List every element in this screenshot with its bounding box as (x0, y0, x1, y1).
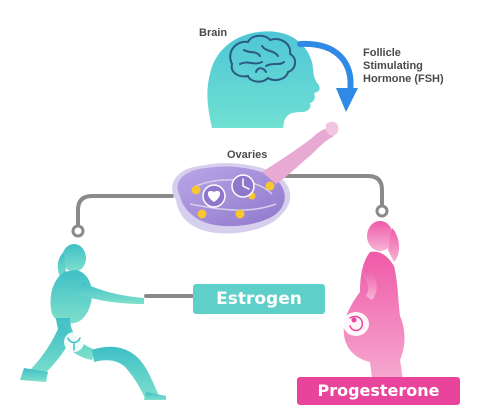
clock-icon (231, 174, 255, 198)
connector-dot-left (71, 224, 85, 238)
fsh-label-line-2: Stimulating (363, 60, 423, 72)
connector-left (76, 194, 174, 230)
exercising-woman-silhouette (20, 244, 166, 400)
fsh-label: Follicle Stimulating Hormone (FSH) (363, 47, 473, 86)
fsh-label-line-1: Follicle (363, 47, 401, 59)
pregnant-woman-silhouette (343, 221, 405, 400)
fsh-label-line-3: Hormone (FSH) (363, 73, 444, 85)
connector-lines (76, 174, 384, 298)
connector-dot-right (375, 204, 389, 218)
estrogen-label: Estrogen (193, 284, 325, 314)
connector-right (284, 174, 384, 210)
uterus-icon (64, 332, 84, 352)
ovaries-label: Ovaries (227, 149, 268, 161)
heart-icon (202, 184, 226, 208)
ovary-icon (172, 121, 339, 234)
follicle-dots (191, 181, 275, 219)
brain-label: Brain (199, 27, 228, 39)
brain-icon (229, 34, 296, 83)
arrow-icon (297, 40, 358, 112)
fetus-icon (343, 312, 369, 336)
progesterone-label: Progesterone (297, 377, 460, 405)
